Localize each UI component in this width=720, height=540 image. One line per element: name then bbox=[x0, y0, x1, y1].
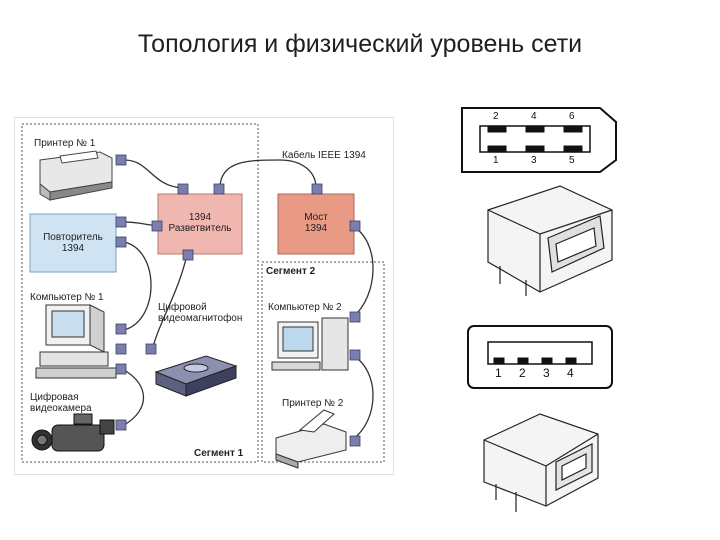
cable-computer1-camera bbox=[123, 369, 145, 426]
repeater-box bbox=[29, 213, 117, 273]
port-computer1-b bbox=[115, 343, 127, 355]
port-camera bbox=[115, 419, 127, 431]
bridge-box bbox=[277, 193, 355, 255]
four-pin-connector-diagram bbox=[467, 325, 613, 389]
six-pin-connector-3d bbox=[487, 185, 613, 296]
four-pin-label-3: 3 bbox=[543, 366, 550, 380]
computer1-label: Компьютер № 1 bbox=[30, 292, 104, 303]
port-computer2-a bbox=[349, 311, 361, 323]
four-pin-label-4: 4 bbox=[567, 366, 574, 380]
cable-repeater-computer1 bbox=[123, 241, 152, 331]
repeater-label-line2: 1394 bbox=[61, 243, 85, 254]
six-pin-connector-diagram bbox=[461, 107, 617, 173]
printer1-image bbox=[28, 145, 118, 201]
six-pin-label-3: 3 bbox=[531, 155, 537, 166]
cable-label: Кабель IEEE 1394 bbox=[282, 150, 366, 161]
six-pin-label-6: 6 bbox=[569, 111, 575, 122]
port-bridge-a bbox=[311, 183, 323, 195]
segment2-label: Сегмент 2 bbox=[266, 266, 316, 277]
cable-splitter-vcr bbox=[151, 249, 189, 351]
bridge-label: Мост 1394 bbox=[278, 212, 354, 234]
camera-label-line2: видеокамера bbox=[30, 403, 92, 414]
six-pin-label-1: 1 bbox=[493, 155, 499, 166]
camera-label: Цифровая видеокамера bbox=[30, 392, 92, 414]
port-computer1-a bbox=[115, 323, 127, 335]
bridge-label-line2: 1394 bbox=[304, 223, 328, 234]
splitter-label-line1: 1394 bbox=[188, 212, 212, 223]
slide-title: Топология и физический уровень сети bbox=[137, 30, 583, 58]
printer1-label: Принтер № 1 bbox=[34, 138, 96, 149]
printer2-label: Принтер № 2 bbox=[282, 398, 344, 409]
six-pin-label-4: 4 bbox=[531, 111, 537, 122]
cable-bridge-computer2 bbox=[351, 225, 374, 319]
port-splitter-c bbox=[151, 220, 163, 232]
vcr-image bbox=[154, 355, 238, 397]
bridge-label-line1: Мост bbox=[304, 212, 328, 223]
port-computer2-b bbox=[349, 349, 361, 361]
port-computer1-c bbox=[115, 363, 127, 375]
segment1-label: Сегмент 1 bbox=[194, 448, 244, 459]
cable-splitter-bridge bbox=[219, 159, 317, 189]
vcr-label: Цифровой видеомагнитофон bbox=[158, 302, 242, 324]
repeater-label-line1: Повтори­тель bbox=[43, 232, 103, 243]
splitter-box bbox=[157, 193, 243, 255]
computer1-image bbox=[35, 304, 117, 379]
port-repeater-b bbox=[115, 236, 127, 248]
port-splitter-b bbox=[213, 183, 225, 195]
segment2-boundary bbox=[261, 261, 385, 463]
port-vcr bbox=[145, 343, 157, 355]
port-repeater-a bbox=[115, 216, 127, 228]
printer2-image bbox=[275, 409, 347, 469]
segment1-boundary bbox=[21, 123, 259, 463]
camcorder-image bbox=[31, 413, 115, 452]
four-pin-label-1: 1 bbox=[495, 366, 502, 380]
camera-label-line1: Цифровая bbox=[30, 392, 79, 403]
four-pin-connector-3d bbox=[483, 413, 599, 512]
computer2-image bbox=[271, 317, 349, 371]
cable-computer2-printer2 bbox=[351, 354, 374, 441]
port-printer2 bbox=[349, 435, 361, 447]
splitter-label-line2: Разветвитель bbox=[168, 223, 232, 234]
six-pin-label-5: 5 bbox=[569, 155, 575, 166]
vcr-label-line1: Цифровой bbox=[158, 302, 207, 313]
port-bridge-b bbox=[349, 220, 361, 232]
port-splitter-a bbox=[177, 183, 189, 195]
splitter-label: 1394 Разветвитель bbox=[158, 212, 242, 234]
vcr-label-line2: видеомагнитофон bbox=[158, 313, 243, 324]
four-pin-label-2: 2 bbox=[519, 366, 526, 380]
computer2-label: Компьютер № 2 bbox=[268, 302, 342, 313]
six-pin-label-2: 2 bbox=[493, 111, 499, 122]
port-printer1 bbox=[115, 154, 127, 166]
repeater-label: Повтори­тель 1394 bbox=[30, 232, 116, 254]
port-splitter-d bbox=[182, 249, 194, 261]
cable-printer1-splitter bbox=[123, 159, 183, 189]
